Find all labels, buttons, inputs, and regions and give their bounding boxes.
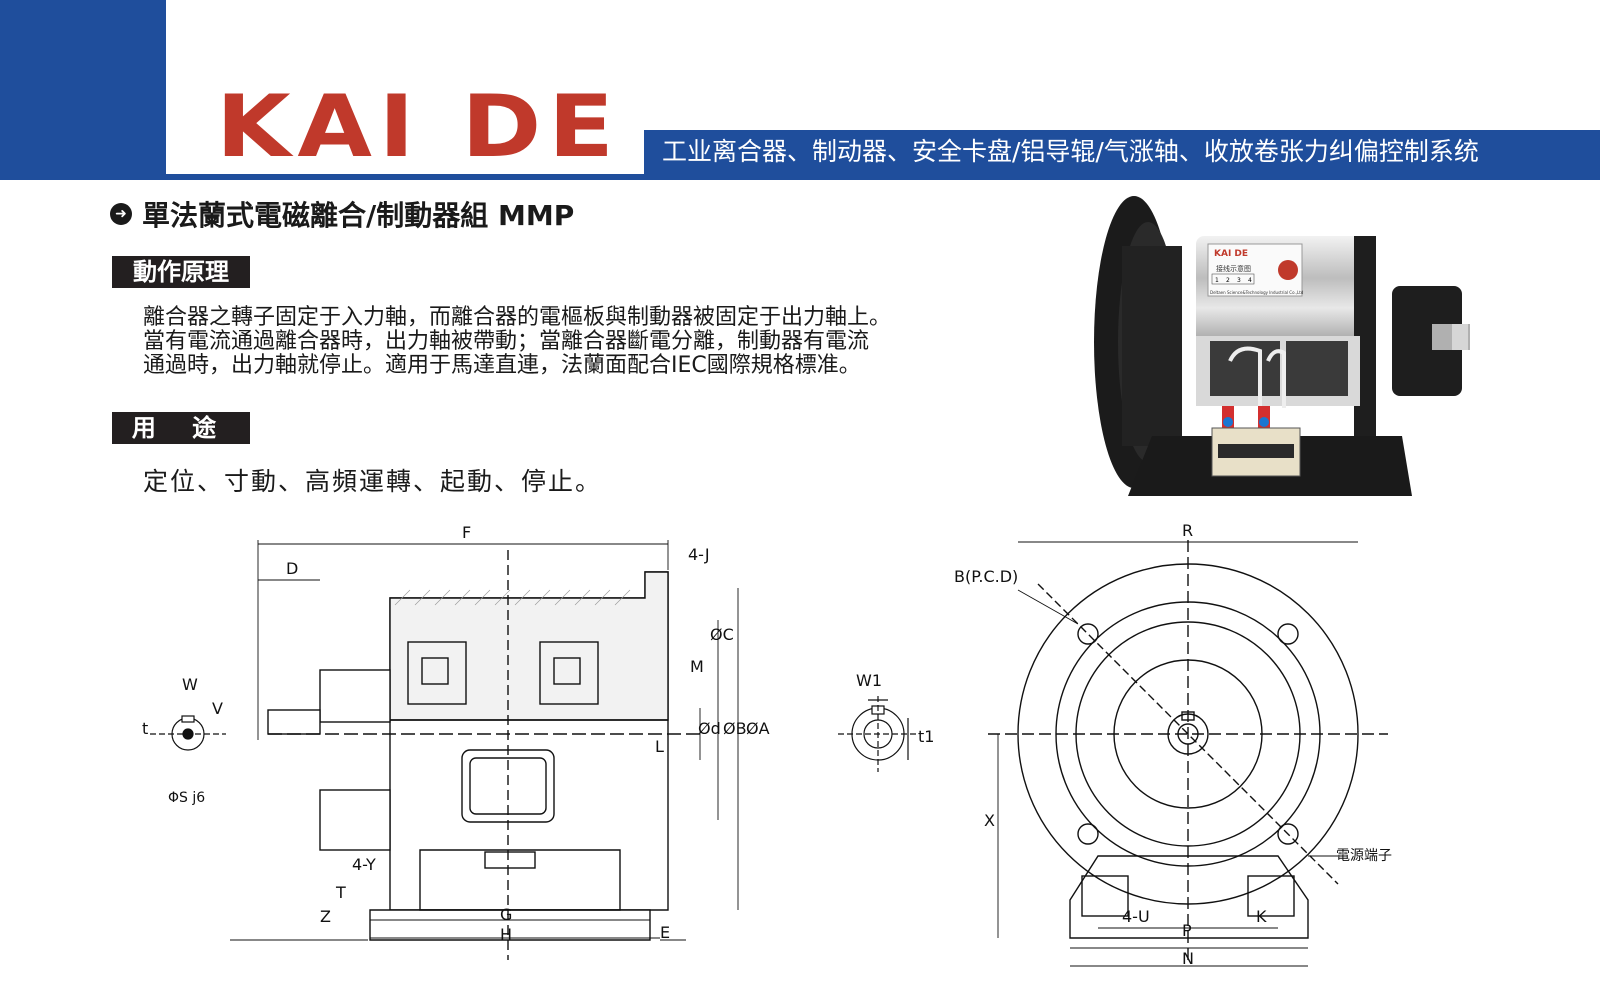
dim-label-t1: t1	[918, 727, 934, 746]
dim-label-d: Ød	[698, 719, 721, 738]
dim-label-R: R	[1182, 521, 1193, 540]
usage-text: 定位、寸動、高頻運轉、起動、停止。	[143, 467, 603, 496]
dim-label-H: H	[500, 925, 512, 944]
header-rule	[166, 174, 1600, 180]
principle-line: 離合器之轉子固定于入力軸，而離合器的電樞板與制動器被固定于出力軸上。	[143, 305, 892, 330]
arrow-right-circle-icon: ➜	[110, 203, 132, 225]
dim-label-T: T	[335, 883, 346, 902]
dim-label-G: G	[500, 905, 512, 924]
dim-label-S: ΦS j6	[168, 790, 205, 806]
dim-label-C: ØC	[710, 625, 734, 644]
principle-text: 離合器之轉子固定于入力軸，而離合器的電樞板與制動器被固定于出力軸上。 當有電流通…	[143, 306, 1003, 378]
side-section-drawing: F D 4-J ØC M Ød ØB ØA L W V t ΦS j6 4-Y …	[142, 523, 770, 960]
dim-label-K: K	[1256, 907, 1267, 926]
dim-label-F: F	[462, 523, 471, 542]
dim-label-E: E	[660, 923, 670, 942]
header-blue-block	[0, 0, 166, 180]
dim-label-J: 4-J	[688, 545, 710, 564]
plate-terminal: 3	[1237, 277, 1241, 284]
product-title-row: ➜ 單法蘭式電磁離合/制動器組 MMP	[110, 194, 574, 234]
product-photo: KAI DE 接线示意图 1 2 3 4 Deltaen Science&Tec…	[1094, 196, 1470, 496]
principle-line: 通過時，出力軸就停止。適用于馬達直連，法蘭面配合IEC國際規格標准。	[143, 353, 861, 378]
dim-label-BPCD: B(P.C.D)	[954, 567, 1018, 586]
dim-label-L: L	[655, 737, 664, 756]
dim-label-B: ØB	[723, 719, 747, 738]
product-title: 單法蘭式電磁離合/制動器組 MMP	[142, 199, 575, 232]
dim-label-X: X	[984, 811, 995, 830]
kaide-logo: KAI DE	[216, 77, 621, 177]
dim-label-Z: Z	[320, 907, 331, 926]
dim-label-t: t	[142, 719, 148, 738]
dim-label-W: W	[182, 675, 198, 694]
dim-label-D: D	[286, 559, 298, 578]
output-housing	[1392, 286, 1462, 396]
dim-label-A: ØA	[746, 719, 770, 738]
power-terminal-label: 電源端子	[1336, 848, 1392, 864]
dim-label-Y: 4-Y	[352, 855, 376, 874]
principle-line: 當有電流通過離合器時，出力軸被帶動；當離合器斷電分離，制動器有電流	[143, 329, 870, 354]
plate-brand: KAI DE	[1214, 249, 1248, 259]
dim-label-V: V	[212, 699, 223, 718]
dim-label-N: N	[1182, 949, 1194, 968]
plate-terminal: 4	[1248, 277, 1252, 284]
usage-section-tag: 用 途	[112, 412, 250, 444]
dim-label-U: 4-U	[1122, 907, 1150, 926]
dim-label-P: P	[1182, 921, 1192, 940]
plate-footer: Deltaen Science&Technology Industrial Co…	[1210, 290, 1304, 295]
warning-icon	[1278, 260, 1298, 280]
dim-label-W1: W1	[856, 671, 882, 690]
plate-terminal: 1	[1215, 277, 1219, 284]
plate-terminal: 2	[1226, 277, 1230, 284]
principle-section-tag: 動作原理	[112, 256, 250, 288]
tagline-bar: 工业离合器、制动器、安全卡盘/铝导辊/气涨轴、收放卷张力纠偏控制系统	[644, 130, 1600, 174]
front-view-drawing: W1 t1 R B(P.C.D) X 4-U K P N 電源端子	[838, 521, 1392, 968]
dim-label-M: M	[690, 657, 704, 676]
plate-heading: 接线示意图	[1216, 264, 1251, 273]
